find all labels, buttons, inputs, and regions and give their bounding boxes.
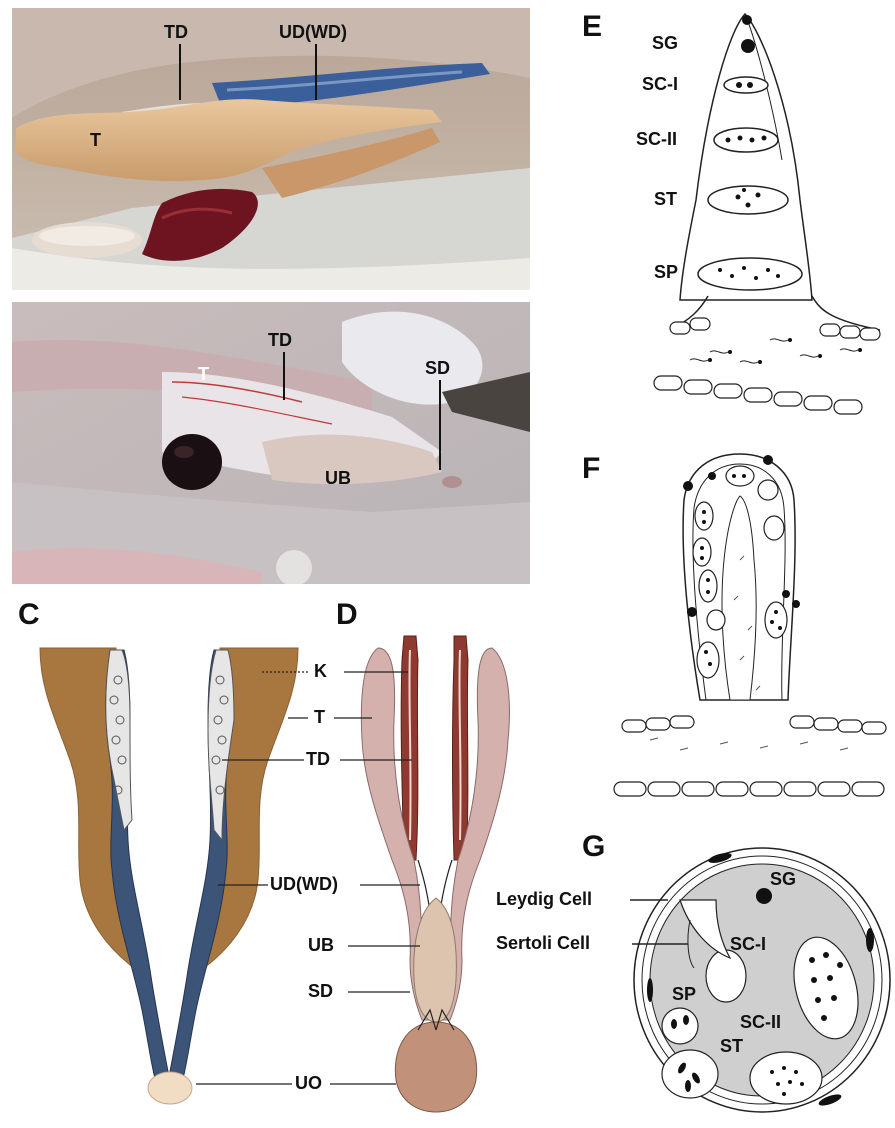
label-e-st: ST: [654, 189, 677, 210]
label-g-st: ST: [720, 1036, 743, 1057]
label-sd: SD: [308, 981, 333, 1002]
label-k: K: [314, 661, 327, 682]
label-e-sc1: SC-I: [642, 74, 678, 95]
label-td: TD: [306, 749, 330, 770]
label-g-sc2: SC-II: [740, 1012, 781, 1033]
label-g-sc1: SC-I: [730, 934, 766, 955]
label-g-sg: SG: [770, 869, 796, 890]
label-e-sc2: SC-II: [636, 129, 677, 150]
label-g-sp: SP: [672, 984, 696, 1005]
label-g-leydig: Leydig Cell: [496, 889, 592, 910]
label-t: T: [314, 707, 325, 728]
label-g-sertoli: Sertoli Cell: [496, 933, 590, 954]
label-uo: UO: [295, 1073, 322, 1094]
label-ud: UD(WD): [270, 874, 338, 895]
label-ub: UB: [308, 935, 334, 956]
label-e-sg: SG: [652, 33, 678, 54]
label-e-sp: SP: [654, 262, 678, 283]
